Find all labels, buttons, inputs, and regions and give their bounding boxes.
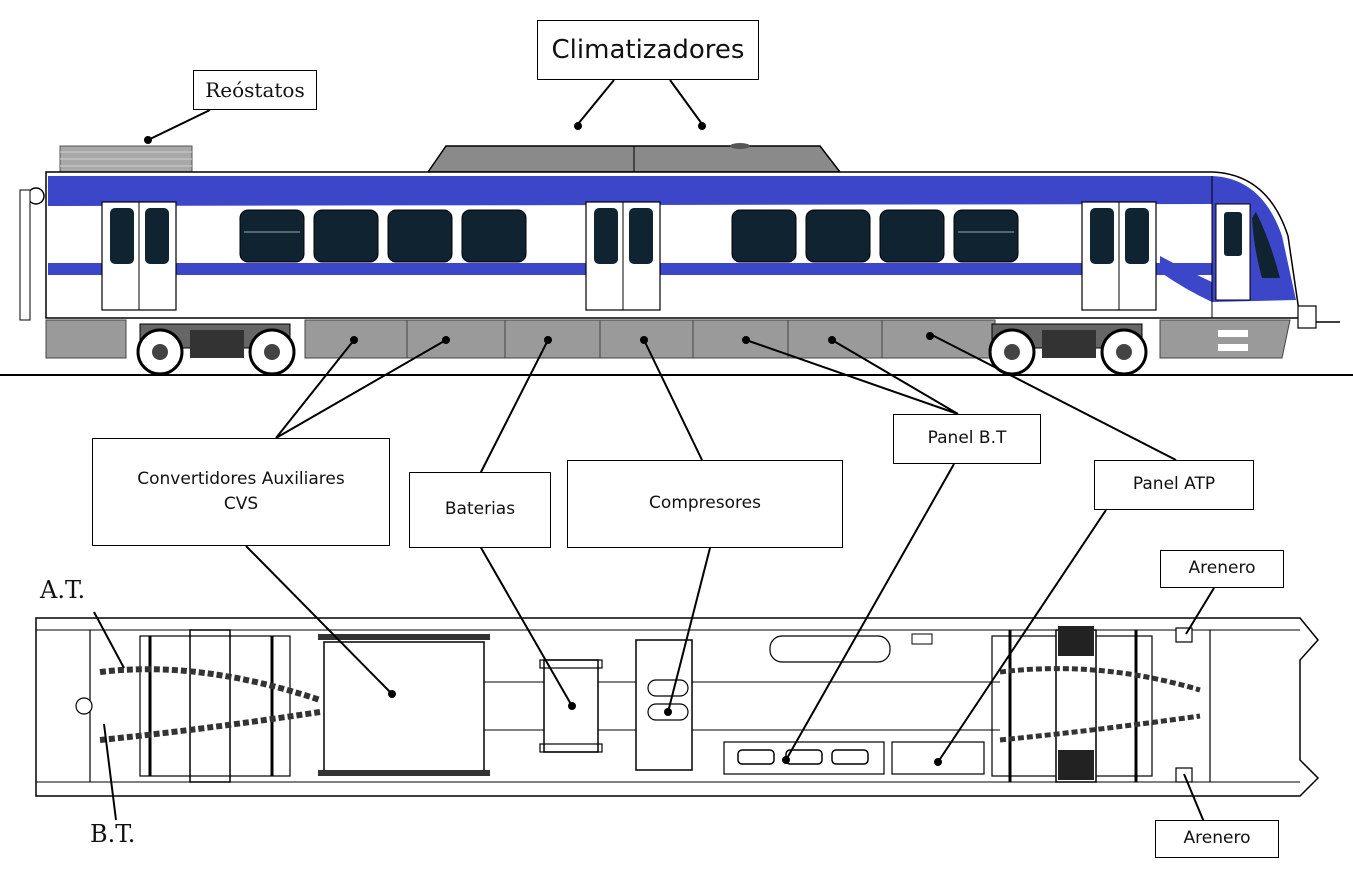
label-at: A.T. bbox=[40, 576, 86, 604]
label-bt: B.T. bbox=[90, 820, 136, 848]
leader-dots bbox=[144, 122, 942, 766]
label-panel-atp: Panel ATP bbox=[1094, 460, 1254, 510]
label-baterias: Baterias bbox=[409, 472, 551, 548]
label-arenero-top: Arenero bbox=[1160, 550, 1284, 588]
label-panel-bt: Panel B.T bbox=[893, 414, 1041, 464]
bogie-rear bbox=[136, 323, 296, 376]
cab-windshield bbox=[1252, 212, 1280, 278]
label-arenero-bottom: Arenero bbox=[1155, 820, 1279, 858]
side-doors bbox=[101, 201, 1157, 311]
sandbox-top-plan bbox=[1175, 627, 1193, 643]
underframe-plan-view bbox=[35, 617, 1320, 797]
label-reostatos: Reóstatos bbox=[193, 70, 317, 110]
bogie-front-plan bbox=[991, 626, 1201, 783]
train-side-view bbox=[0, 143, 1353, 376]
leader-lines bbox=[93, 79, 1215, 823]
label-compresores: Compresores bbox=[567, 460, 843, 548]
cvs-box-plan bbox=[323, 641, 485, 773]
bogie-rear-plan bbox=[99, 629, 321, 783]
passenger-windows bbox=[239, 209, 1019, 263]
livery-top-band bbox=[48, 176, 1212, 206]
label-convertidores: Convertidores Auxiliares CVS bbox=[92, 438, 390, 546]
air-reservoir-plan bbox=[769, 635, 891, 663]
bogie-front bbox=[988, 323, 1148, 376]
panel-bt-plan bbox=[723, 741, 885, 775]
front-coupler bbox=[1297, 305, 1317, 329]
label-climatizadores: Climatizadores bbox=[537, 20, 759, 80]
